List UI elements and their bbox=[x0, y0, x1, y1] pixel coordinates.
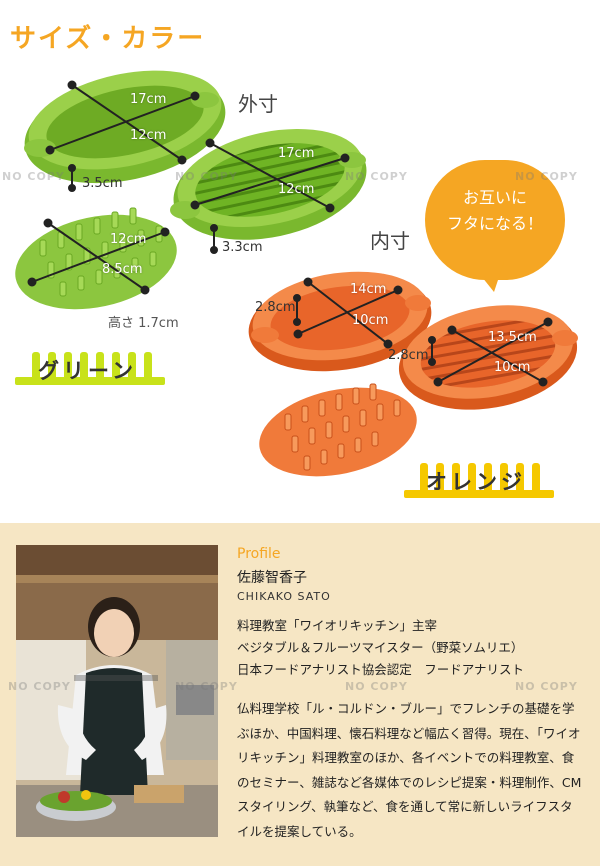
orange-tray2-length: 13.5cm bbox=[488, 330, 537, 345]
watermark: NO COPY bbox=[2, 170, 65, 183]
outer-size-label: 外寸 bbox=[238, 92, 278, 116]
section-title: サイズ・カラー bbox=[10, 24, 206, 54]
profile-name-roman: CHIKAKO SATO bbox=[237, 590, 331, 603]
green-tray1-width: 12cm bbox=[130, 128, 167, 143]
green-tray2-width: 12cm bbox=[278, 182, 315, 197]
orange-tray2-height: 2.8cm bbox=[388, 348, 429, 363]
lid-height-note: 高さ 1.7cm bbox=[108, 316, 179, 331]
green-lid-length: 8.5cm bbox=[102, 262, 143, 277]
bubble-line-2: フタになる！ bbox=[446, 214, 543, 233]
orange-lid bbox=[259, 383, 417, 477]
orange-color-tag: オレンジ bbox=[426, 470, 526, 494]
speech-bubble-text: お互いに フタになる！ bbox=[425, 185, 565, 237]
bubble-line-1: お互いに bbox=[462, 188, 527, 207]
profile-title-2: ベジタブル＆フルーツマイスター（野菜ソムリエ） bbox=[237, 640, 524, 655]
watermark: NO COPY bbox=[345, 170, 408, 183]
green-tray1-height: 3.5cm bbox=[82, 176, 123, 191]
orange-tray1-width: 10cm bbox=[352, 313, 389, 328]
watermark: NO COPY bbox=[8, 680, 71, 693]
green-tray1-length: 17cm bbox=[130, 92, 167, 107]
profile-bio: 仏料理学校「ル・コルドン・ブルー」でフレンチの基礎を学ぶほか、中国料理、懐石料理… bbox=[237, 701, 582, 839]
green-tray2-length: 17cm bbox=[278, 146, 315, 161]
orange-tray1-height: 2.8cm bbox=[255, 300, 296, 315]
watermark: NO COPY bbox=[345, 680, 408, 693]
orange-tray2-width: 10cm bbox=[494, 360, 531, 375]
green-color-tag: グリーン bbox=[38, 359, 137, 383]
watermark: NO COPY bbox=[515, 680, 578, 693]
watermark: NO COPY bbox=[175, 680, 238, 693]
profile-title-3: 日本フードアナリスト協会認定 フードアナリスト bbox=[237, 662, 525, 677]
speech-bubble bbox=[425, 160, 565, 280]
profile-heading: Profile bbox=[237, 546, 281, 562]
speech-bubble-tail bbox=[470, 262, 504, 292]
profile-title-1: 料理教室「ワイオリキッチン」主宰 bbox=[237, 618, 438, 633]
orange-label-fence bbox=[404, 463, 554, 498]
product-illustration bbox=[15, 70, 578, 498]
profile-name: 佐藤智香子 bbox=[237, 570, 307, 586]
orange-tray1-length: 14cm bbox=[350, 282, 387, 297]
watermark: NO COPY bbox=[175, 170, 238, 183]
inner-size-label: 内寸 bbox=[370, 229, 410, 253]
green-tray2-height: 3.3cm bbox=[222, 240, 263, 255]
green-tray-grill bbox=[170, 128, 367, 240]
green-lid bbox=[15, 207, 177, 310]
chef-photo bbox=[16, 545, 218, 837]
watermark: NO COPY bbox=[515, 170, 578, 183]
green-lid-width: 12cm bbox=[110, 232, 147, 247]
green-label-fence bbox=[15, 352, 165, 385]
